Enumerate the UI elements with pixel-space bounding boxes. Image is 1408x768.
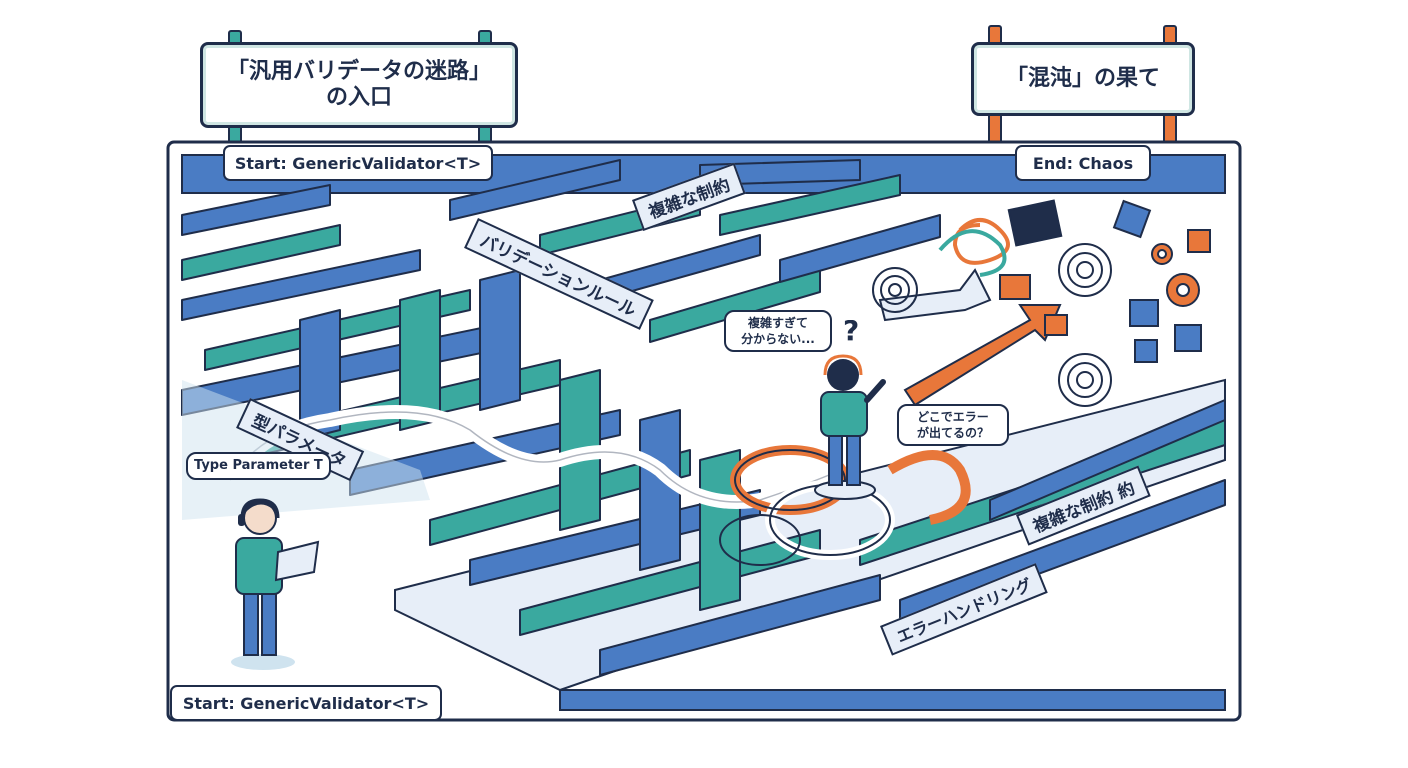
start-marker-bottom: Start: GenericValidator<T> [170,685,442,721]
confused-developer: ? [814,320,886,500]
bubble-too-complex-line1: 複雑すぎて [747,316,808,330]
start-marker-top: Start: GenericValidator<T> [223,145,493,181]
chaos-swirls [872,218,1112,407]
bubble-where-error-line1: どこでエラー [917,410,989,424]
svg-text:?: ? [843,320,859,347]
bubble-where-error: どこでエラー が出てるの？ [897,404,1009,447]
chaos-gears [1151,243,1200,307]
exit-sign: 「混沌」の果て [971,42,1195,116]
chaos-cubes [999,199,1211,363]
bubble-type-parameter: Type Parameter T [186,452,331,480]
bubble-where-error-line2: が出てるの？ [916,426,989,441]
bubble-too-complex: 複雑すぎて 分からない... [724,310,832,353]
developer-with-laptop [231,498,320,670]
entrance-sign-line1: 「汎用バリデータの迷路」 [226,58,491,84]
bubble-too-complex-line2: 分からない... [741,332,815,347]
exit-sign-text: 「混沌」の果て [1005,65,1160,91]
chaos-code-screen [1007,199,1063,247]
entrance-sign: 「汎用バリデータの迷路」 の入口 [200,42,518,128]
end-marker: End: Chaos [1015,145,1151,181]
entrance-sign-line2: の入口 [325,85,392,110]
maze-bottom-wall [559,689,1226,711]
